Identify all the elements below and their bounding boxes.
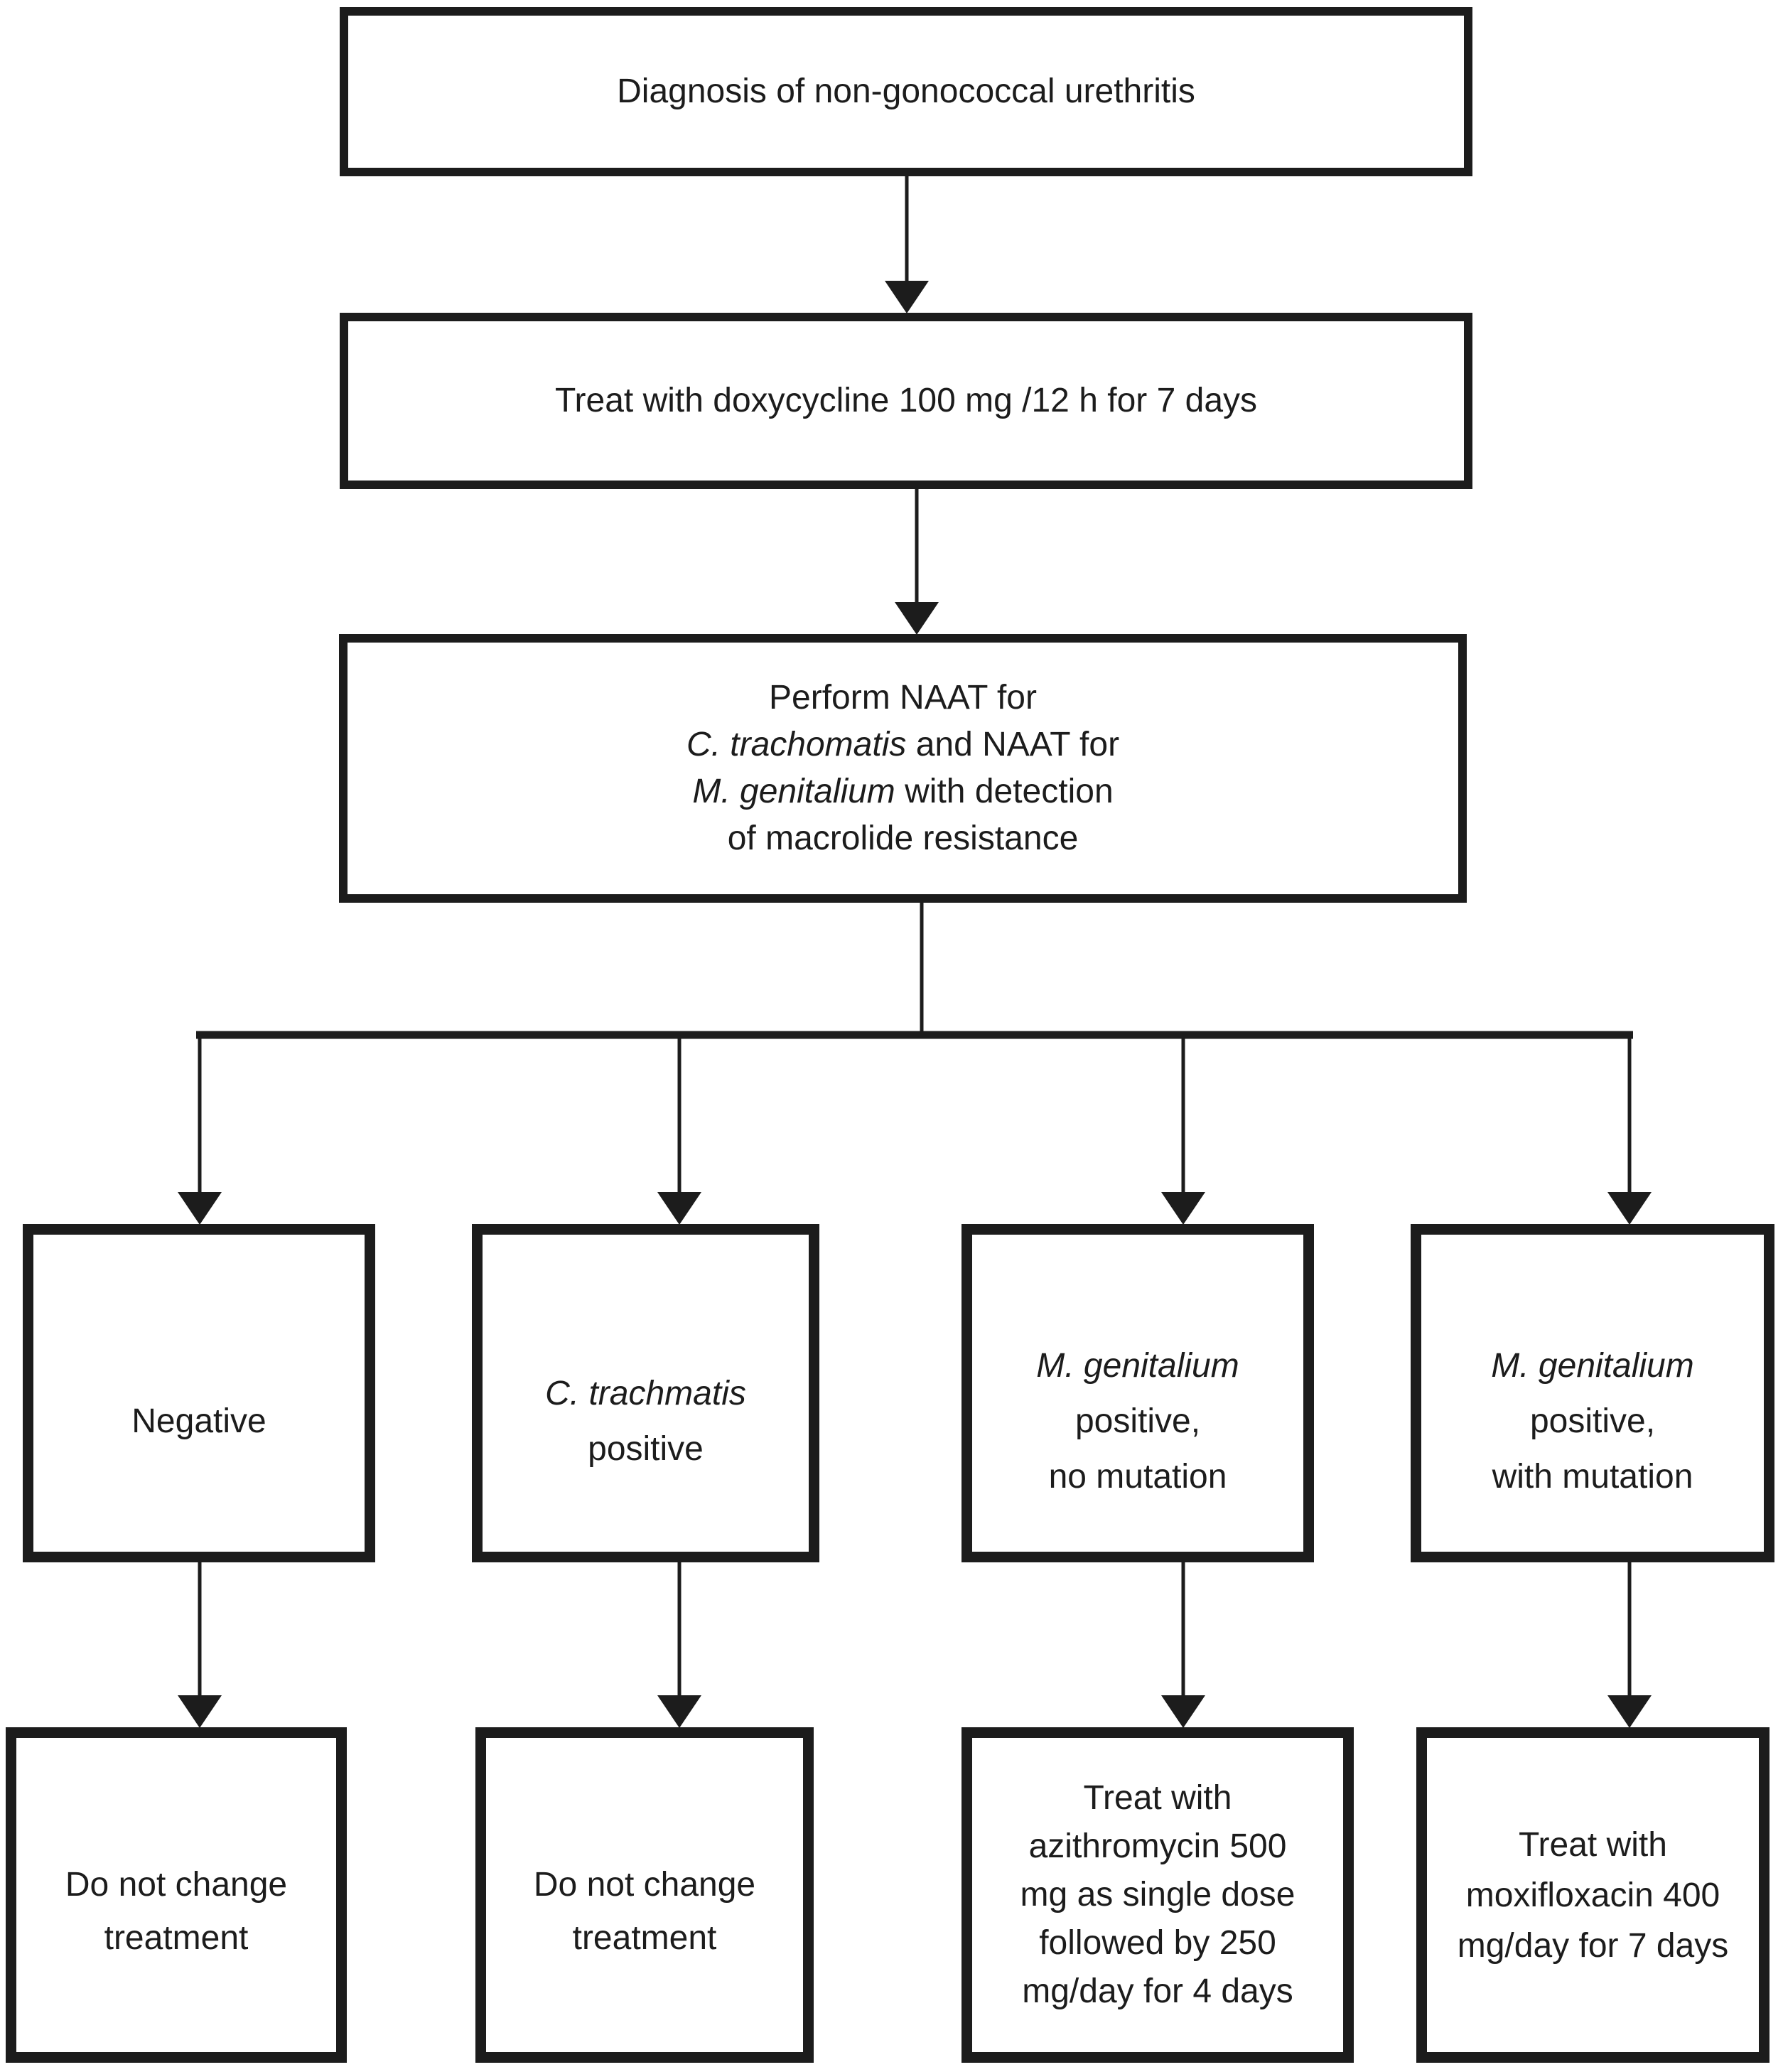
box-outcome-negative: Negative (23, 1224, 375, 1562)
species-name-m-genitalium: M. genitalium (692, 773, 895, 810)
outcome-ct-line2: positive (588, 1430, 704, 1468)
box-treatment-no-change-2: Do not change treatment (475, 1727, 814, 2063)
treatment2-line2: treatment (572, 1919, 717, 1957)
outcome-mg-nomut-line2: positive, (1074, 1402, 1201, 1440)
box-treatment-azithromycin: Treat with azithromycin 500 mg as single… (961, 1727, 1354, 2063)
box-naat-line3: M. genitalium with detection (692, 768, 1113, 815)
box-treatment-no-change-1: Do not change treatment (6, 1727, 347, 2063)
box-naat-line2: C. trachomatis and NAAT for (686, 721, 1119, 768)
species-name-m-genitalium-mut: M. genitalium (1491, 1347, 1694, 1385)
box-outcome-mg-with-mutation: M. genitalium positive, with mutation (1411, 1224, 1774, 1562)
treatment4-line2: moxifloxacin 400 (1465, 1876, 1720, 1914)
species-name-c-trachomatis: C. trachomatis (686, 726, 907, 763)
outcome-mg-mut-line2: positive, (1529, 1402, 1656, 1440)
outcome-negative-text: Negative (131, 1402, 266, 1440)
box-naat-line1: Perform NAAT for (769, 679, 1037, 716)
outcome-mg-mut-line3: with mutation (1492, 1458, 1693, 1496)
box-outcome-mg-no-mutation: M. genitalium positive, no mutation (961, 1224, 1314, 1562)
box-doxycycline-text: Treat with doxycycline 100 mg /12 h for … (554, 382, 1258, 419)
treatment3-line3: mg as single dose (1020, 1876, 1295, 1913)
box-outcome-ct-positive: C. trachmatis positive (472, 1224, 819, 1562)
treatment1-line1: Do not change (65, 1866, 288, 1904)
treatment4-line3: mg/day for 7 days (1457, 1926, 1729, 1965)
box-naat-line3-rest: with detection (895, 773, 1114, 810)
treatment3-line4: followed by 250 (1039, 1924, 1276, 1962)
box-naat-line2-rest: and NAAT for (906, 726, 1120, 763)
treatment3-line2: azithromycin 500 (1028, 1827, 1287, 1865)
treatment1-line2: treatment (104, 1919, 249, 1957)
treatment3-line5: mg/day for 4 days (1022, 1972, 1293, 2010)
box-diagnosis: Diagnosis of non-gonococcal urethritis (340, 7, 1472, 176)
box-doxycycline: Treat with doxycycline 100 mg /12 h for … (340, 313, 1472, 489)
box-diagnosis-text: Diagnosis of non-gonococcal urethritis (617, 73, 1195, 110)
box-naat-line4: of macrolide resistance (727, 820, 1079, 857)
species-name-c-trachmatis: C. trachmatis (545, 1375, 746, 1412)
box-naat: Perform NAAT for C. trachomatis and NAAT… (339, 634, 1467, 903)
treatment3-line1: Treat with (1083, 1779, 1232, 1817)
box-treatment-moxifloxacin: Treat with moxifloxacin 400 mg/day for 7… (1416, 1727, 1769, 2063)
treatment4-line1: Treat with (1519, 1825, 1667, 1864)
outcome-mg-nomut-line3: no mutation (1048, 1458, 1227, 1496)
treatment2-line1: Do not change (533, 1866, 756, 1904)
species-name-m-genitalium-nomut: M. genitalium (1036, 1347, 1239, 1385)
